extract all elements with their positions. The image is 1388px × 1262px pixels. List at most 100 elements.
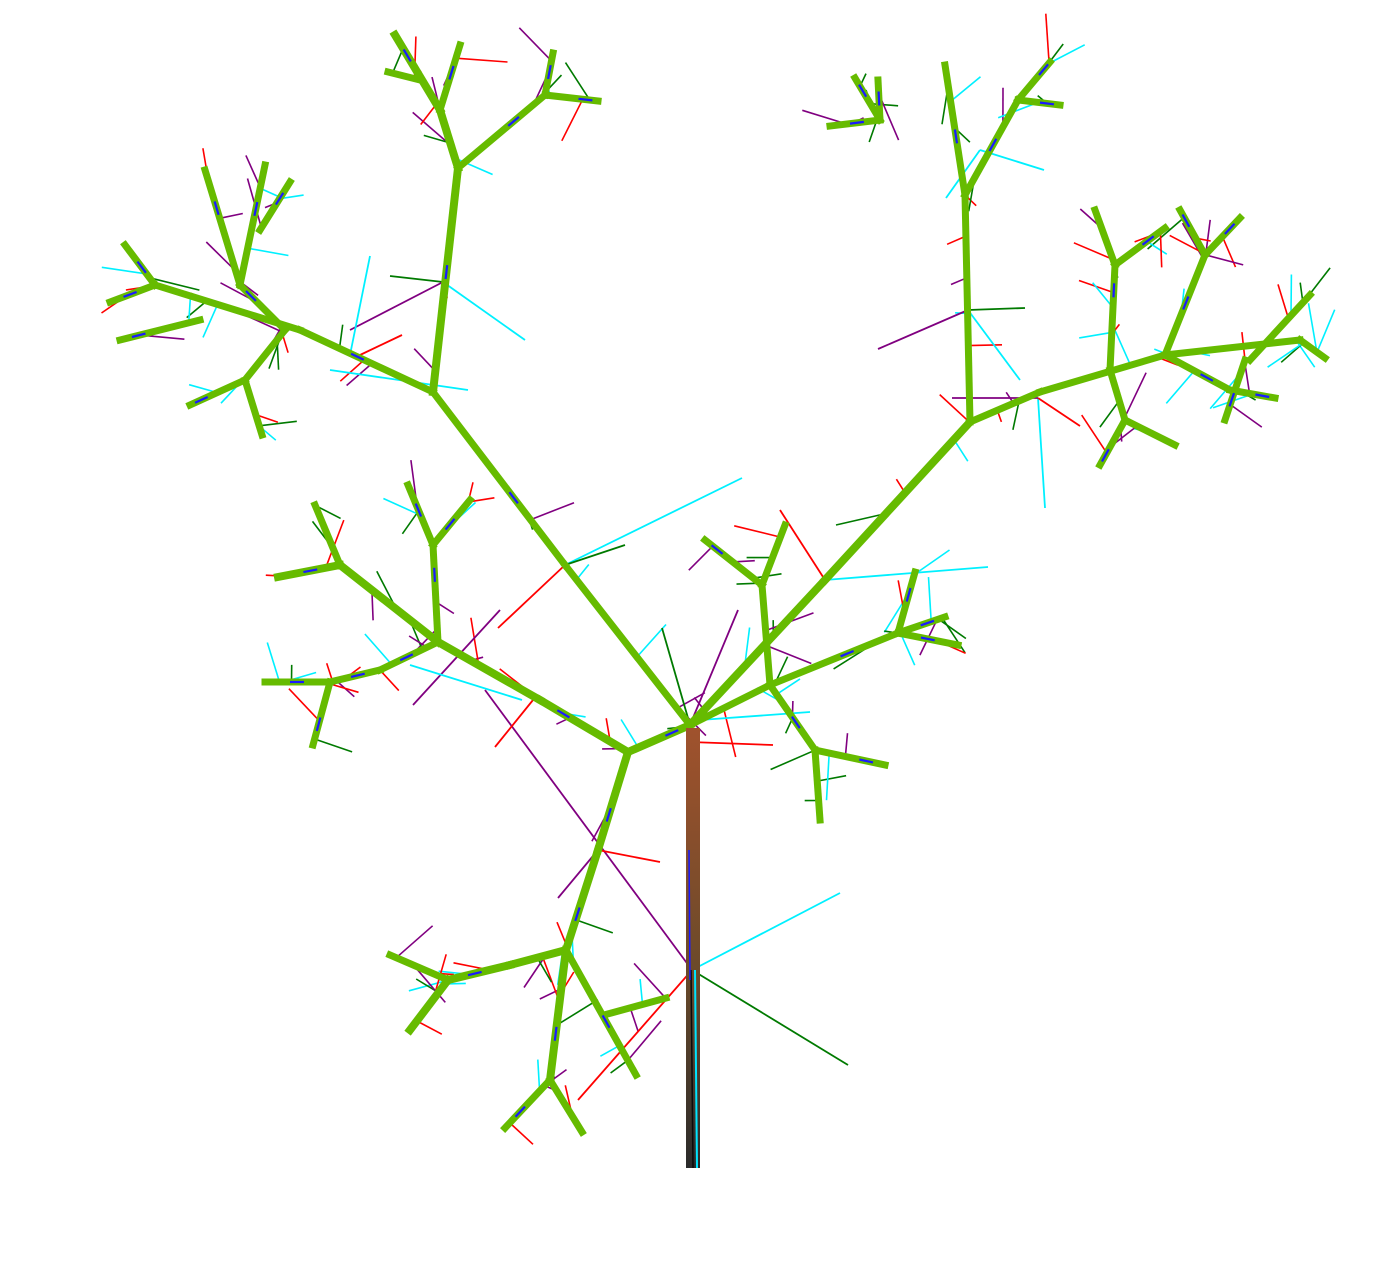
branch-marker [605,807,612,822]
tree-branch [545,945,571,1085]
tree-branch [1035,350,1170,397]
axis-ray [401,510,420,535]
axis-ray [1267,342,1305,368]
tree-branch [534,694,634,758]
axis-ray [939,394,971,423]
axis-ray [597,849,661,863]
axis-ray [523,955,547,988]
branch-marker [790,715,801,729]
tree-branch [684,574,831,731]
tree-branch [334,559,444,648]
branch-marker [253,201,259,217]
axis-ray [1146,240,1168,255]
tree-branch [383,67,425,85]
axis-ray [688,545,714,571]
axis-ray [722,708,737,758]
tree-branch [893,567,920,638]
axis-ray [824,566,989,581]
branch-marker [399,653,414,662]
branch-marker [1200,373,1214,382]
axis-ray [314,738,353,753]
axis-ray [825,752,830,801]
tree-branch [622,719,696,758]
tree-branch [429,541,442,646]
branch-marker [433,567,436,582]
marker-layer [123,48,1270,1118]
branch-marker [315,717,322,732]
axis-ray [1307,303,1318,353]
tree-branch [965,387,1045,427]
axis-ray [627,1020,662,1061]
axis-ray [1147,216,1185,250]
branch-marker [553,1026,558,1041]
tree-branch [819,416,976,586]
axis-ray [776,678,801,696]
branch-marker [350,672,365,678]
axis-ray [1204,253,1244,266]
axis-ray [149,277,200,291]
axis-ray [187,298,192,323]
branch-marker [213,201,220,216]
axis-ray [1277,284,1290,319]
axis-ray [202,304,219,338]
tree-branch [240,325,290,385]
axis-ray [913,549,950,576]
axis-ray [288,688,321,722]
tree-branch [505,945,571,970]
axis-ray [339,359,365,382]
axis-ray [420,103,438,125]
tree-branch [1106,261,1119,374]
axis-ray [391,50,403,74]
axis-ray [629,1007,639,1032]
tree-branch [235,160,270,290]
axis-ray [564,62,591,101]
tree-branch [560,844,604,956]
tree-branch [1105,365,1130,425]
axis-ray [1079,331,1112,339]
axis-ray [1037,397,1046,509]
axis-ray [416,1020,443,1035]
tree-branch [404,974,454,1036]
axis-ray [383,497,421,517]
axis-ray [689,609,739,726]
tree-branch [255,177,295,235]
axis-ray [941,617,966,654]
axis-ray [455,57,508,63]
axis-ray [497,564,566,629]
branch-marker [920,636,935,642]
axis-ray [494,699,534,748]
axis-ray [639,979,644,1005]
axis-ray [537,1059,541,1092]
branch-marker [1038,63,1049,76]
tree-branch [308,677,335,750]
branch-marker [1224,223,1236,235]
tree-branch [200,165,245,290]
tree-branch [1220,355,1250,425]
branch-marker [859,758,874,764]
axis-ray [899,633,916,666]
axis-ray [734,525,781,538]
branch-marker [131,332,146,339]
tree-branch [685,680,775,730]
tree-branch [1295,335,1330,363]
branch-marker [444,518,456,531]
trunk-layer [686,728,700,1169]
axis-ray [779,509,826,581]
axis-ray [470,617,480,666]
axis-ray [610,1059,629,1074]
branch-marker [1101,448,1110,463]
axis-ray [561,98,584,142]
branch-marker [467,970,482,977]
tree-branch [961,191,974,426]
branch-marker [1141,235,1155,246]
axis-ray [564,544,626,566]
tree-branch [1161,336,1304,359]
axis-ray [1123,372,1147,419]
branch-marker [274,192,285,206]
axis-ray [1092,282,1114,309]
axis-ray [1316,309,1336,353]
axis-ray [1229,403,1263,428]
branch-marker [1181,213,1191,228]
